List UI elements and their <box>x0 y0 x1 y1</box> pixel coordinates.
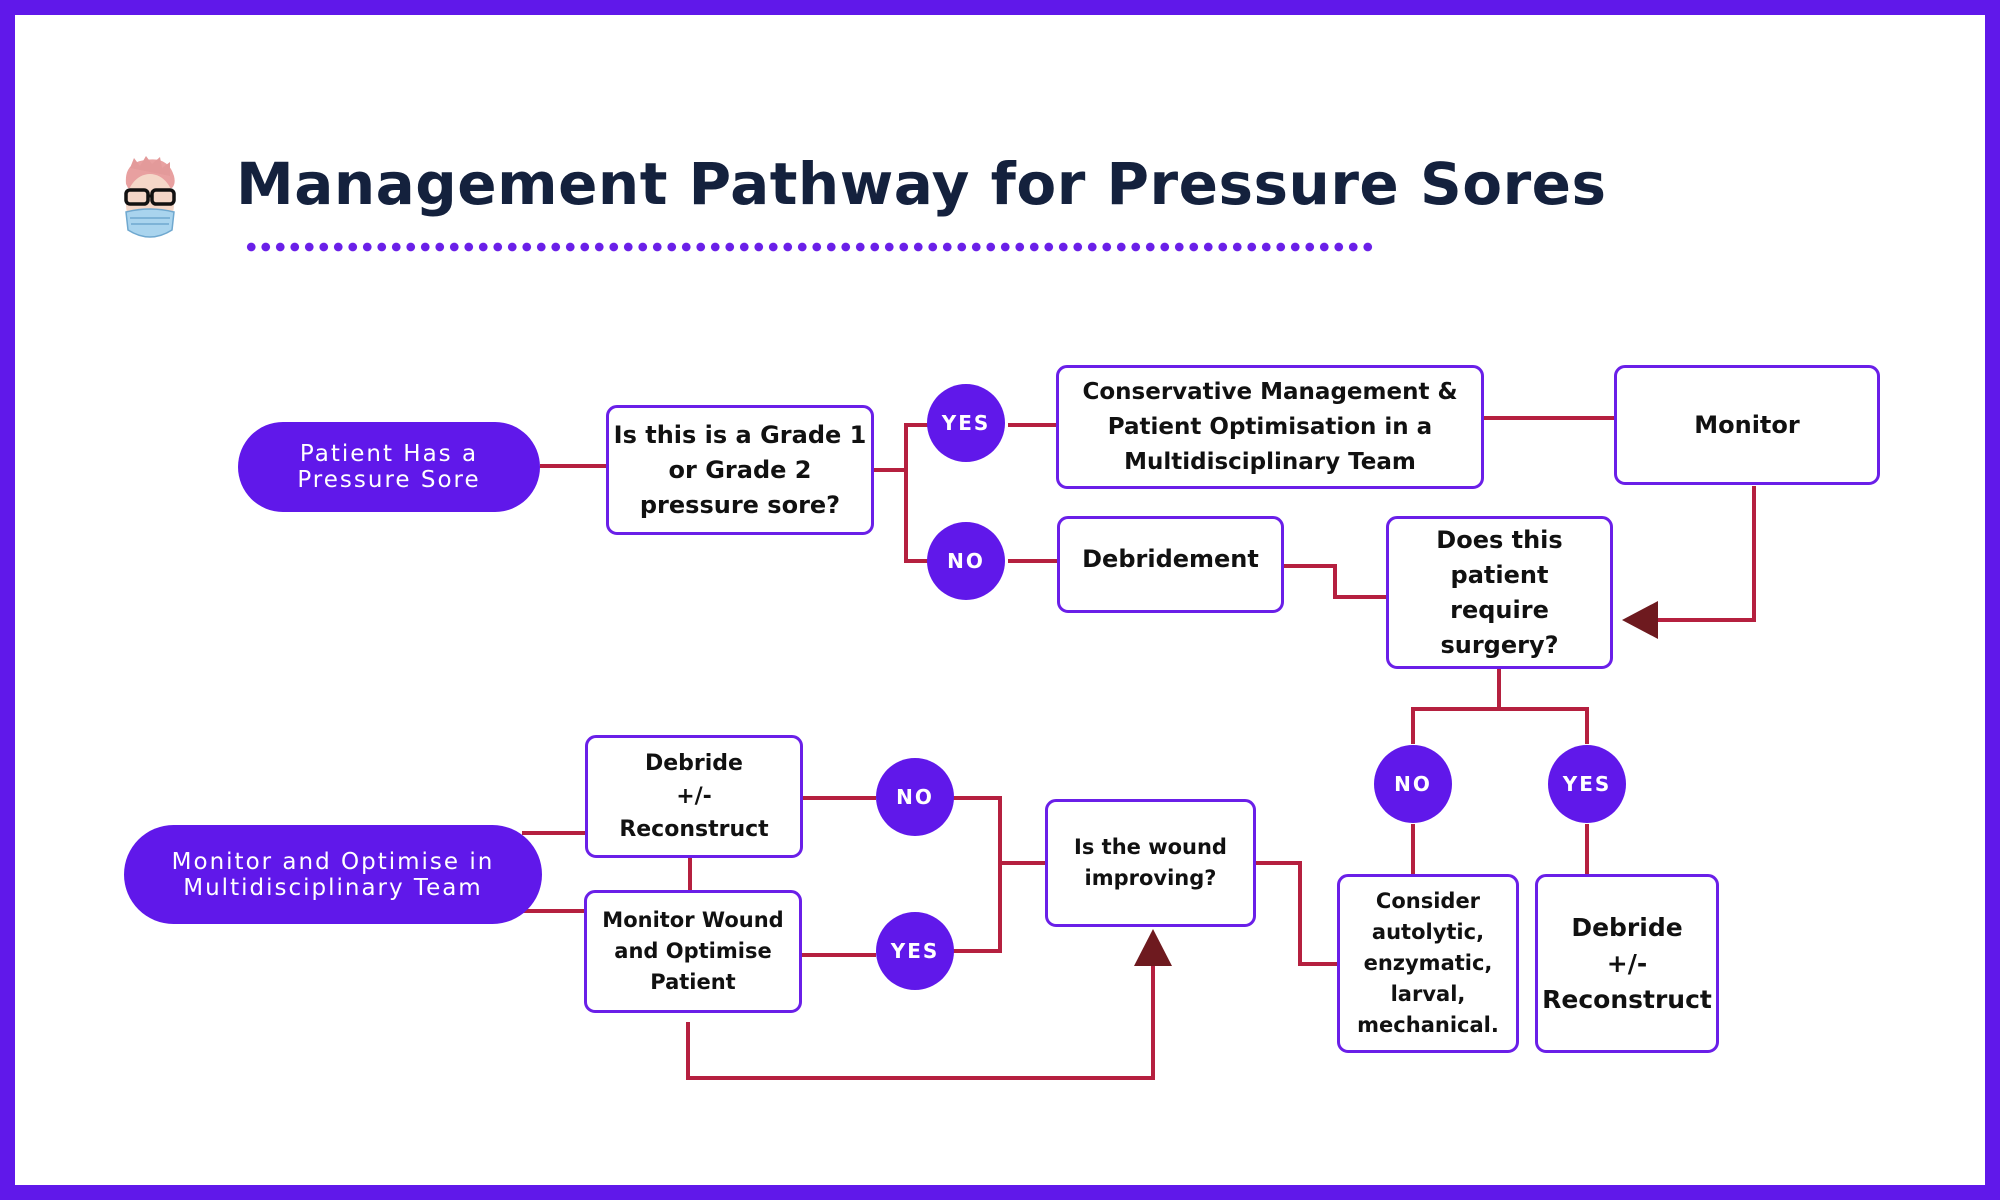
connector-debridement-to-surgery <box>1284 564 1388 599</box>
conservative-management-box: Conservative Management & Patient Optimi… <box>1056 365 1484 489</box>
wound-improving-decision-box: Is the wound improving? <box>1045 799 1256 927</box>
end-terminal: Monitor and Optimise in Multidisciplinar… <box>124 825 542 924</box>
start-terminal: Patient Has a Pressure Sore <box>238 422 540 512</box>
debridement-box: Debridement <box>1057 516 1284 613</box>
page-title: Management Pathway for Pressure Sores <box>236 150 1607 218</box>
connector-surgery-to-yes <box>1499 707 1589 744</box>
connector-improving-to-consider <box>1256 861 1340 966</box>
no-connector-circle: NO <box>876 758 954 836</box>
arrowhead-left <box>1622 601 1658 639</box>
debride-reconstruct-box: Debride +/- Reconstruct <box>1535 874 1719 1053</box>
doctor-avatar-icon <box>124 156 176 238</box>
no-connector-circle: NO <box>927 522 1005 600</box>
no-connector-circle: NO <box>1374 745 1452 823</box>
connector-improving-to-no <box>952 796 1048 865</box>
connector-grade-to-yes <box>872 423 940 472</box>
connector-loop-to-improving <box>686 962 1155 1080</box>
surgery-decision-box: Does this patient require surgery? <box>1386 516 1613 669</box>
yes-connector-circle: YES <box>876 912 954 990</box>
yes-connector-circle: YES <box>1548 745 1626 823</box>
monitor-wound-box: Monitor Wound and Optimise Patient <box>584 890 802 1013</box>
arrowhead-up <box>1134 929 1172 966</box>
grade-decision-box: Is this is a Grade 1 or Grade 2 pressure… <box>606 405 874 535</box>
debride-reconstruct-left-box: Debride +/- Reconstruct <box>585 735 803 858</box>
connector-monitor-to-surgery <box>1658 486 1756 622</box>
monitor-box: Monitor <box>1614 365 1880 485</box>
consider-debridement-box: Consider autolytic, enzymatic, larval, m… <box>1337 874 1519 1053</box>
title-dotted-underline <box>244 242 1374 252</box>
yes-connector-circle: YES <box>927 384 1005 462</box>
connector-improving-to-yes <box>952 863 1002 953</box>
connector-surgery-to-no <box>1411 669 1501 744</box>
